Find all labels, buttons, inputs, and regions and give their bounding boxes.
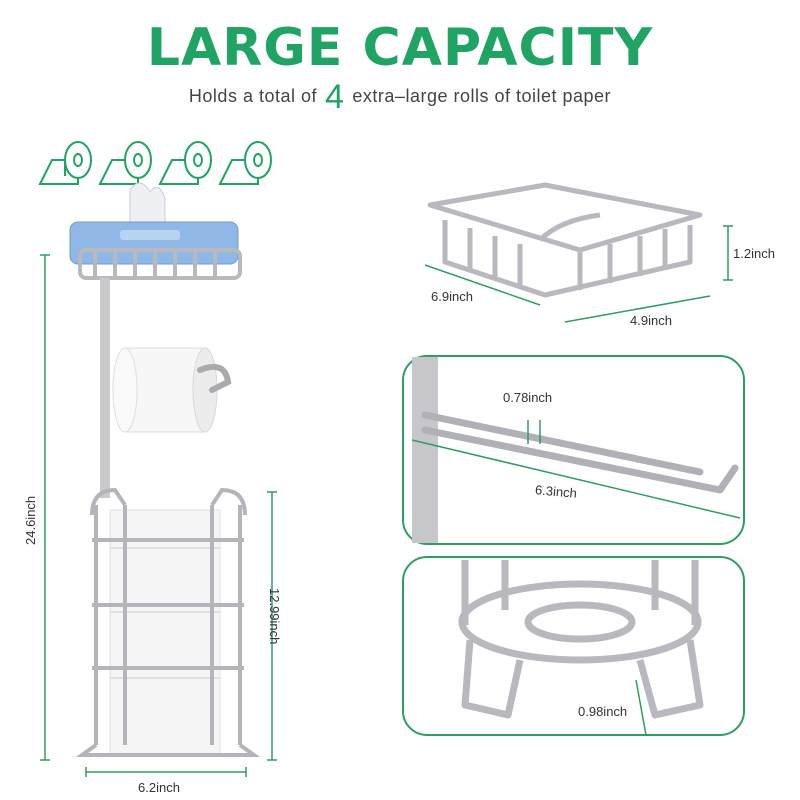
arm-diameter-label: 0.78inch	[503, 390, 553, 405]
subtitle-prefix: Holds a total of	[188, 86, 317, 106]
subtitle: Holds a total of 4 extra–large rolls of to…	[0, 78, 800, 117]
dimension-lines-left	[40, 254, 277, 777]
arm-length-label: 6.3inch	[534, 482, 578, 501]
foot-height-label: 0.98inch	[578, 704, 628, 719]
shelf-height-label: 1.2inch	[733, 246, 775, 261]
toilet-roll-icon	[218, 141, 272, 185]
hanging-roll	[112, 347, 232, 433]
subtitle-number: 4	[325, 78, 345, 116]
shelf-width-label: 4.9inch	[630, 313, 672, 328]
subtitle-suffix: extra–large rolls of toilet paper	[352, 86, 612, 106]
total-height-label: 24.6inch	[23, 495, 38, 545]
toilet-roll-icon	[158, 141, 212, 185]
shelf-length-label: 6.9inch	[431, 289, 473, 304]
center-pole	[100, 278, 110, 498]
base-width-label: 6.2inch	[138, 780, 180, 795]
wipes-pack	[69, 182, 239, 265]
canister-height-label: 12.99inch	[267, 588, 282, 645]
top-shelf-basket	[78, 248, 242, 280]
toilet-roll-icon	[38, 141, 92, 185]
page-title: LARGE CAPACITY	[146, 18, 654, 78]
canister	[75, 487, 261, 757]
toilet-roll-icon	[98, 141, 152, 185]
